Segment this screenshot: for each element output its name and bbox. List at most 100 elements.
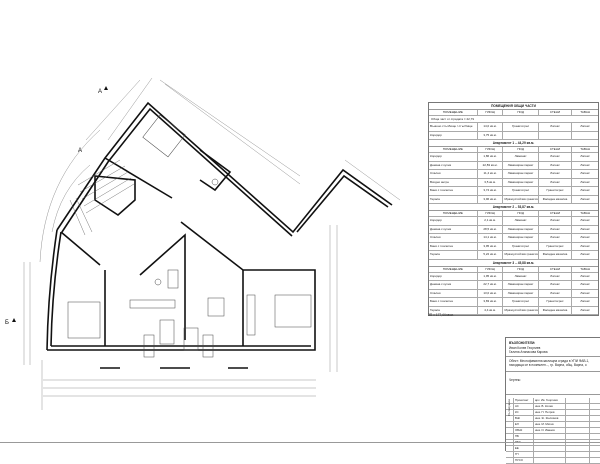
- table-cell: Латекс: [539, 234, 573, 242]
- apartment-title: Апартамент 2 – 53,87 кв.м.: [429, 204, 598, 211]
- table-cell: Гранитогрес: [503, 187, 539, 195]
- sheet-border: [0, 442, 600, 443]
- column-header: ПОМЕЩЕНИЕ: [429, 147, 478, 152]
- table-cell: 22,83 кв.м.: [478, 161, 504, 169]
- table-cell: 4,4 кв.м.: [478, 306, 504, 314]
- svg-text:А: А: [98, 89, 102, 95]
- svg-text:Б: Б: [5, 320, 9, 326]
- table-cell: 5,22 кв.м.: [478, 251, 504, 259]
- table-cell: Латекс: [580, 307, 590, 312]
- table-cell: 1,95 кв.м.: [478, 272, 504, 280]
- kitchen-counter: [129, 299, 176, 309]
- table-cell: Ламиниран паркет: [503, 161, 539, 169]
- column-header: СТЕНИ: [539, 110, 573, 115]
- column-header: ПОД: [503, 266, 539, 272]
- table-cell: Фасадна мазилка: [539, 306, 573, 314]
- table-cell: Гранитогрес: [539, 242, 573, 250]
- designer: инж. Ж. Желязков: [534, 416, 566, 421]
- table-cell: Латекс: [580, 154, 590, 158]
- table-cell: 2,1 кв.м.: [478, 217, 504, 225]
- table-cell: [503, 131, 539, 139]
- table-cell: Ламиниран паркет: [503, 289, 539, 297]
- table-cell: Мразоустойчив гранитогрес: [503, 251, 539, 259]
- table: [143, 334, 155, 358]
- designer: инж. И. Иванов: [534, 428, 566, 433]
- table-cell: 3,75 кв.м.: [478, 131, 504, 139]
- designer: [534, 434, 566, 439]
- table-cell: Спалня: [429, 170, 478, 178]
- table-cell: Фасадна мазилка: [539, 195, 573, 203]
- table-cell: Гранитогрес: [503, 298, 539, 306]
- stairs: [69, 159, 135, 236]
- table-cell: Латекс: [580, 290, 590, 295]
- bed: [67, 301, 101, 339]
- object-description: Обект: Многофамилна жилищна сграда в УПИ…: [509, 359, 590, 363]
- column-header: ПЛОЩ: [478, 266, 504, 272]
- table-cell: Баня с тоалетна: [429, 187, 478, 195]
- approvals-label: Съгласували: [507, 399, 511, 416]
- table-cell: Ламиниран паркет: [503, 178, 539, 186]
- table-cell: Мразоустойчив гранитогрес: [503, 195, 539, 203]
- designer: инж. В. Колев: [534, 404, 566, 409]
- table-cell: Латекс: [580, 196, 590, 201]
- table-cell: Дневна с кухня: [429, 281, 478, 289]
- discipline: ГП: [514, 452, 534, 457]
- column-header: СТЕНИ: [539, 266, 573, 272]
- table-cell: Латекс: [580, 299, 590, 303]
- table-cell: Латекс: [580, 282, 590, 286]
- clients-label: ВЪЗЛОЖИТЕЛИ:: [509, 341, 536, 345]
- table-cell: Ламиниран паркет: [503, 234, 539, 242]
- walls: [46, 101, 393, 369]
- apartment-title: Апартамент 1 – 44,29 кв.м.: [429, 140, 598, 147]
- dining-table: [207, 297, 225, 317]
- wardrobe: [246, 294, 256, 336]
- table-cell: Латекс: [539, 225, 573, 233]
- table-cell: Ламиниран паркет: [503, 225, 539, 233]
- toilet: [154, 278, 162, 286]
- table: [202, 334, 214, 358]
- discipline: ОВиК: [514, 428, 534, 433]
- column-header: ПОД: [503, 147, 539, 152]
- approval-row: ПБ: [506, 434, 600, 440]
- sofa: [159, 319, 175, 345]
- discipline: ЕЕ: [514, 446, 534, 451]
- discipline: АС: [514, 404, 534, 409]
- svg-text:А: А: [78, 148, 82, 154]
- column-header: ПОМЕЩЕНИЕ: [429, 211, 478, 216]
- object-description: находяща се в поземлен..., гр. Варна, об…: [509, 363, 587, 367]
- table-cell: Латекс: [580, 162, 590, 167]
- table-cell: Спалня: [429, 289, 478, 297]
- bed: [274, 294, 312, 328]
- table-cell: 14,1 кв.м.: [478, 234, 504, 242]
- toilet: [211, 178, 219, 186]
- table-cell: Латекс: [539, 153, 573, 161]
- table-cell: Гранитогрес: [539, 298, 573, 306]
- table-cell: Латекс: [580, 124, 590, 128]
- apartment-title: Апартамент 3 – 45,88 кв.м.: [429, 260, 598, 267]
- column-header: СТЕНИ: [539, 147, 573, 152]
- discipline: ВиК: [514, 416, 534, 421]
- bathtub: [167, 269, 179, 289]
- table-cell: 3,5 кв.м.: [478, 178, 504, 186]
- sofa: [183, 327, 199, 351]
- table-cell: Ламиниран паркет: [503, 281, 539, 289]
- discipline: КС: [514, 410, 534, 415]
- client-name: Галина Атанасова Карова: [509, 350, 548, 354]
